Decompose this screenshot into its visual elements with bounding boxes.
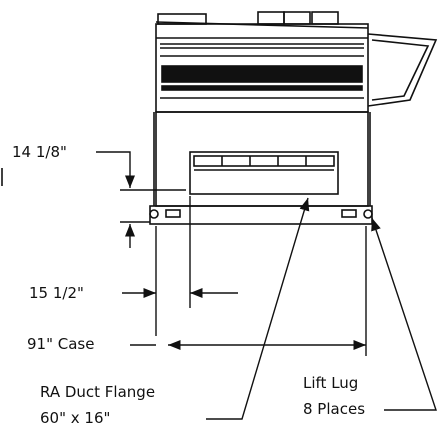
side-hood bbox=[367, 33, 438, 107]
upper-housing bbox=[155, 23, 369, 113]
dim-case-width bbox=[130, 226, 367, 356]
lift-lug-callout-line2: 8 Places bbox=[303, 400, 366, 418]
lift-lug-callout-line1: Lift Lug bbox=[303, 374, 359, 392]
dim-case-width-label: 91" Case bbox=[27, 335, 95, 353]
ra-duct-callout-line2: 60" x 16" bbox=[40, 409, 111, 427]
dim-flange-offset bbox=[122, 196, 238, 336]
ra-duct-callout-line1: RA Duct Flange bbox=[40, 383, 156, 401]
lift-lug-left bbox=[149, 209, 159, 219]
ra-duct-flange bbox=[189, 151, 339, 195]
roof-panels bbox=[155, 11, 369, 29]
lift-lug-right bbox=[363, 209, 373, 219]
leader-lift-lug bbox=[371, 217, 437, 411]
leader-ra-duct bbox=[206, 197, 310, 420]
dim-flange-offset-label: 15 1/2" bbox=[29, 284, 84, 302]
base-rail bbox=[149, 205, 373, 225]
dim-flange-height bbox=[96, 151, 186, 248]
dim-flange-height-label: 14 1/8" bbox=[12, 143, 67, 161]
